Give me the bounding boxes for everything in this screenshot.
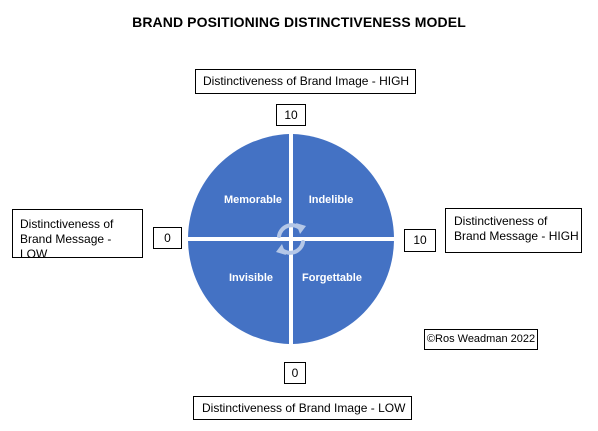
axis-label-message-low-line1: Distinctiveness of xyxy=(20,217,114,231)
quadrant-bottom-right xyxy=(293,241,394,344)
axis-value-top: 10 xyxy=(276,104,306,126)
quadrant-label-memorable: Memorable xyxy=(224,194,282,206)
quadrant-label-indelible: Indelible xyxy=(309,194,354,206)
quadrant-label-invisible: Invisible xyxy=(229,272,273,284)
axis-label-image-low: Distinctiveness of Brand Image - LOW xyxy=(193,396,412,420)
cycle-arrows-icon xyxy=(276,223,306,255)
axis-label-message-high-line1: Distinctiveness of xyxy=(454,214,548,228)
axis-label-message-low-line2: Brand Message - LOW xyxy=(20,232,112,261)
axis-label-image-high: Distinctiveness of Brand Image - HIGH xyxy=(195,69,416,94)
axis-label-message-high: Distinctiveness of Brand Message - HIGH xyxy=(445,208,582,253)
axis-value-right: 10 xyxy=(404,229,436,252)
quadrant-top-right xyxy=(293,134,394,237)
quadrant-bottom-left xyxy=(188,241,289,344)
axis-label-message-high-line2: Brand Message - HIGH xyxy=(454,229,579,243)
quadrant-label-forgettable: Forgettable xyxy=(302,272,362,284)
copyright-notice: ©Ros Weadman 2022 xyxy=(424,329,538,350)
axis-value-bottom: 0 xyxy=(284,362,306,384)
diagram-title: BRAND POSITIONING DISTINCTIVENESS MODEL xyxy=(132,14,466,30)
axis-label-message-low: Distinctiveness of Brand Message - LOW xyxy=(12,209,143,261)
quadrant-top-left xyxy=(188,134,289,237)
axis-value-left: 0 xyxy=(153,227,182,249)
